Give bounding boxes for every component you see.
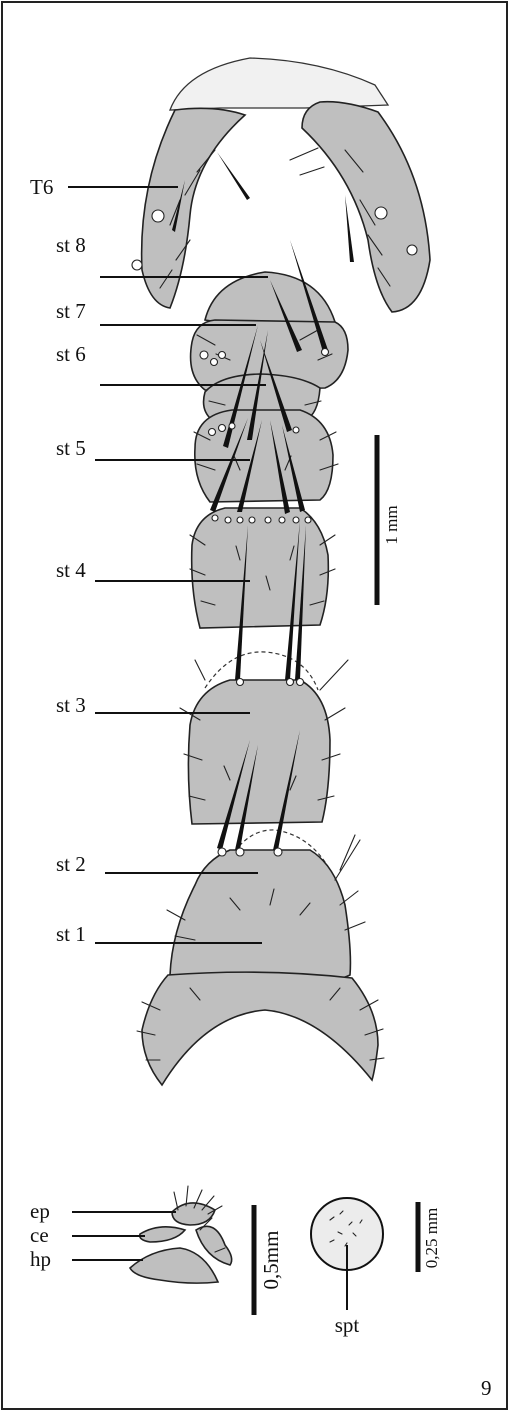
label-st4: st 4 xyxy=(56,558,86,582)
scale-label-main: 1 mm xyxy=(382,505,401,544)
label-hp: hp xyxy=(30,1247,51,1271)
scale-label-spermatheca: 0,25 mm xyxy=(422,1208,441,1268)
label-st3: st 3 xyxy=(56,693,86,717)
label-st8: st 8 xyxy=(56,233,86,257)
label-t6: T6 xyxy=(30,175,53,199)
label-st1: st 1 xyxy=(56,922,86,946)
label-st5: st 5 xyxy=(56,436,86,460)
label-spt: spt xyxy=(335,1313,360,1337)
label-st6: st 6 xyxy=(56,342,86,366)
sternite-5 xyxy=(195,410,333,502)
figure-number: 9 xyxy=(481,1376,492,1400)
label-st7: st 7 xyxy=(56,299,86,323)
label-ep: ep xyxy=(30,1199,50,1223)
label-st2: st 2 xyxy=(56,852,86,876)
label-ce: ce xyxy=(30,1223,49,1247)
sternite-4 xyxy=(192,508,329,628)
scale-label-genital: 0,5mm xyxy=(259,1231,283,1290)
